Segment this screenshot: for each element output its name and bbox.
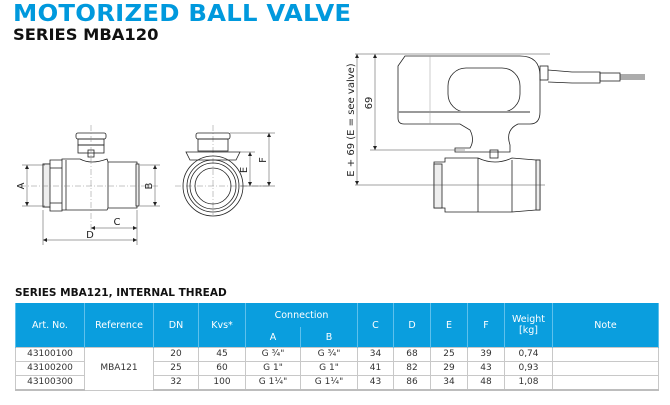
page-title: MOTORIZED BALL VALVE [13,1,352,27]
col-dn: DN [153,303,199,348]
cell-weight: 1,08 [504,375,553,391]
col-art-no: Art. No. [15,303,85,348]
cell-weight: 0,93 [504,361,553,376]
cell-note [552,347,659,362]
cell-kvs: 60 [198,361,246,376]
dim-label-b: B [144,182,155,189]
cell-conn-a: G 1¼" [245,375,301,391]
cell-conn-b: G ¾" [300,347,358,362]
cell-c: 41 [357,361,394,376]
cell-conn-a: G ¾" [245,347,301,362]
cell-conn-b: G 1¼" [300,375,358,391]
spec-table: Art. No. Reference DN Kvs* Connection C … [15,303,659,391]
cell-c: 34 [357,347,394,362]
cell-e: 25 [430,347,468,362]
col-d: D [393,303,431,348]
cell-kvs: 45 [198,347,246,362]
cell-note [552,361,659,376]
technical-drawings: A B C D E F 69 E + 69 (E = see valve) [16,53,645,245]
dim-label-a: A [16,182,27,189]
cell-f: 48 [467,375,505,391]
col-e: E [430,303,468,348]
cell-art-no: 43100200 [15,361,85,376]
dim-label-d: D [86,230,94,241]
col-weight: Weight [kg] [504,303,553,348]
cell-conn-a: G 1" [245,361,301,376]
col-f: F [467,303,505,348]
cell-dn: 20 [153,347,199,362]
dim-label-69: 69 [364,97,375,110]
col-connection-b: B [300,327,358,348]
cell-conn-b: G 1" [300,361,358,376]
col-note: Note [552,303,659,348]
col-reference: Reference [84,303,154,348]
col-c: C [357,303,394,348]
cell-weight: 0,74 [504,347,553,362]
cell-art-no: 43100100 [15,347,85,362]
cell-dn: 25 [153,361,199,376]
cell-c: 43 [357,375,394,391]
table-row: 43100200 25 60 G 1" G 1" 41 82 29 43 0,9… [15,361,659,376]
cell-f: 39 [467,347,505,362]
series-subtitle: SERIES MBA120 [13,25,159,44]
cell-d: 86 [393,375,431,391]
actuator-drawing [397,55,645,213]
dim-label-e: E [239,167,250,173]
dim-label-c: C [114,217,121,228]
cell-d: 68 [393,347,431,362]
cell-kvs: 100 [198,375,246,391]
cell-f: 43 [467,361,505,376]
cell-d: 82 [393,361,431,376]
cell-dn: 32 [153,375,199,391]
cell-e: 34 [430,375,468,391]
cell-reference: MBA121 [84,347,154,391]
table-row: 43100300 32 100 G 1¼" G 1¼" 43 86 34 48 … [15,375,659,391]
cell-art-no: 43100300 [15,375,85,391]
cell-e: 29 [430,361,468,376]
side-view-drawing [42,132,140,212]
cell-note [552,375,659,391]
col-connection: Connection [245,303,358,327]
col-connection-a: A [245,327,301,348]
dim-label-total-height: E + 69 (E = see valve) [346,63,357,177]
table-row: 43100100 MBA121 20 45 G ¾" G ¾" 34 68 25… [15,347,659,391]
dim-label-f: F [258,157,269,163]
col-kvs: Kvs* [198,303,246,348]
table-section-title: SERIES MBA121, INTERNAL THREAD [15,287,227,299]
